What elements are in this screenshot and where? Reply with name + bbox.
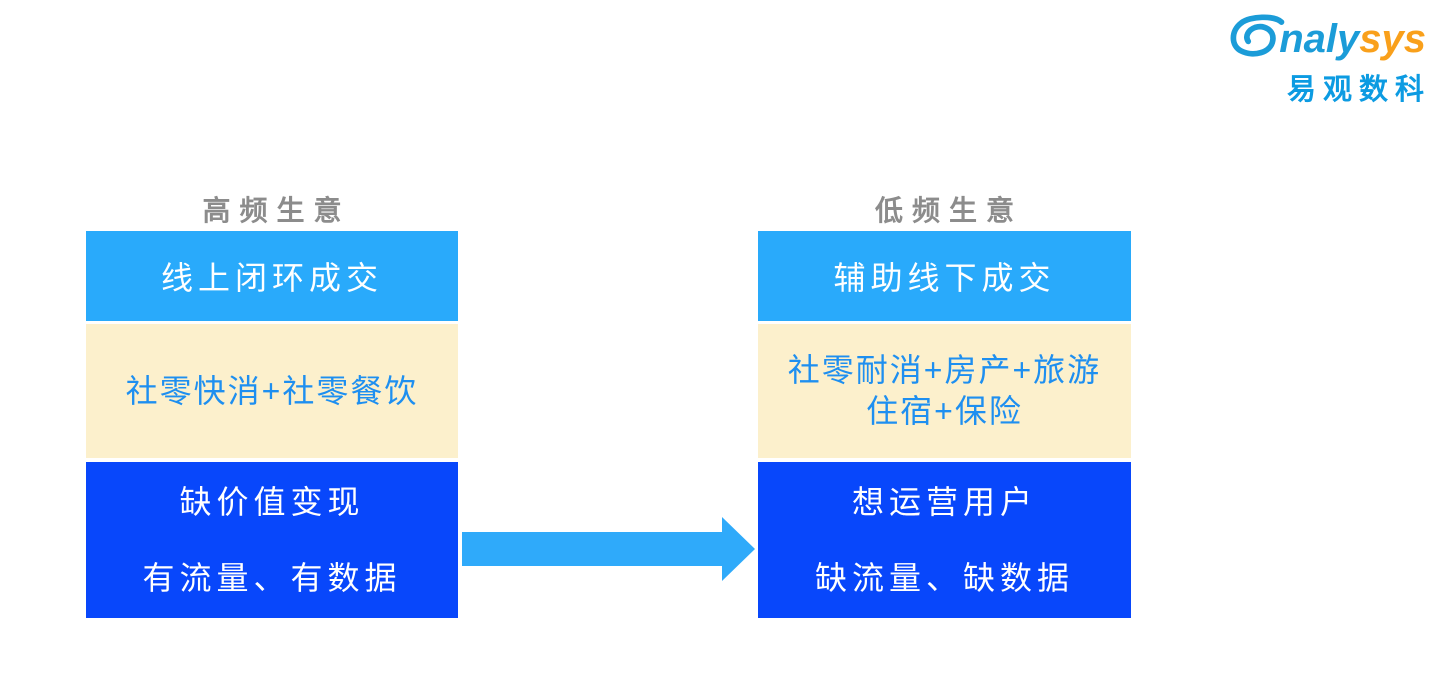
analysys-wordmark: naly sys [1229,14,1426,61]
right-column-title: 低频生意 [874,194,1023,226]
wordmark-orange-text: sys [1359,17,1426,61]
right-top-box-label: 辅助线下成交 [833,260,1056,296]
flow-arrow-icon [462,517,755,581]
left-top-box: 线上闭环成交 [86,231,458,321]
left-middle-box-label: 社零快消+社零餐饮 [125,372,419,409]
right-middle-box: 社零耐消+房产+旅游 住宿+保险 [758,324,1131,458]
wordmark-blue-text: naly [1279,17,1360,61]
analysys-a-swirl-icon [1230,14,1285,57]
high-frequency-column: 高频生意 线上闭环成交 社零快消+社零餐饮 缺价值变现 有流量、有数据 [86,186,458,618]
right-bottom-box-line2: 缺流量、缺数据 [814,560,1074,596]
right-middle-box-line2: 住宿+保险 [866,393,1023,429]
right-bottom-box: 想运营用户 缺流量、缺数据 [758,462,1131,618]
left-column-title: 高频生意 [202,194,351,226]
left-bottom-box-line1: 缺价值变现 [179,484,365,520]
left-top-box-label: 线上闭环成交 [160,260,383,296]
left-middle-box: 社零快消+社零餐饮 [86,324,458,458]
logo-chinese-name: 易观数科 [1286,74,1431,106]
right-middle-box-line1: 社零耐消+房产+旅游 [787,352,1102,388]
right-top-box: 辅助线下成交 [758,231,1131,321]
right-bottom-box-line1: 想运营用户 [851,484,1037,520]
analysys-logo: naly sys 易观数科 [1229,14,1426,108]
left-bottom-box: 缺价值变现 有流量、有数据 [86,462,458,618]
low-frequency-column: 低频生意 辅助线下成交 社零耐消+房产+旅游 住宿+保险 想运营用户 缺流量、缺… [758,186,1131,618]
left-bottom-box-line2: 有流量、有数据 [142,560,402,596]
